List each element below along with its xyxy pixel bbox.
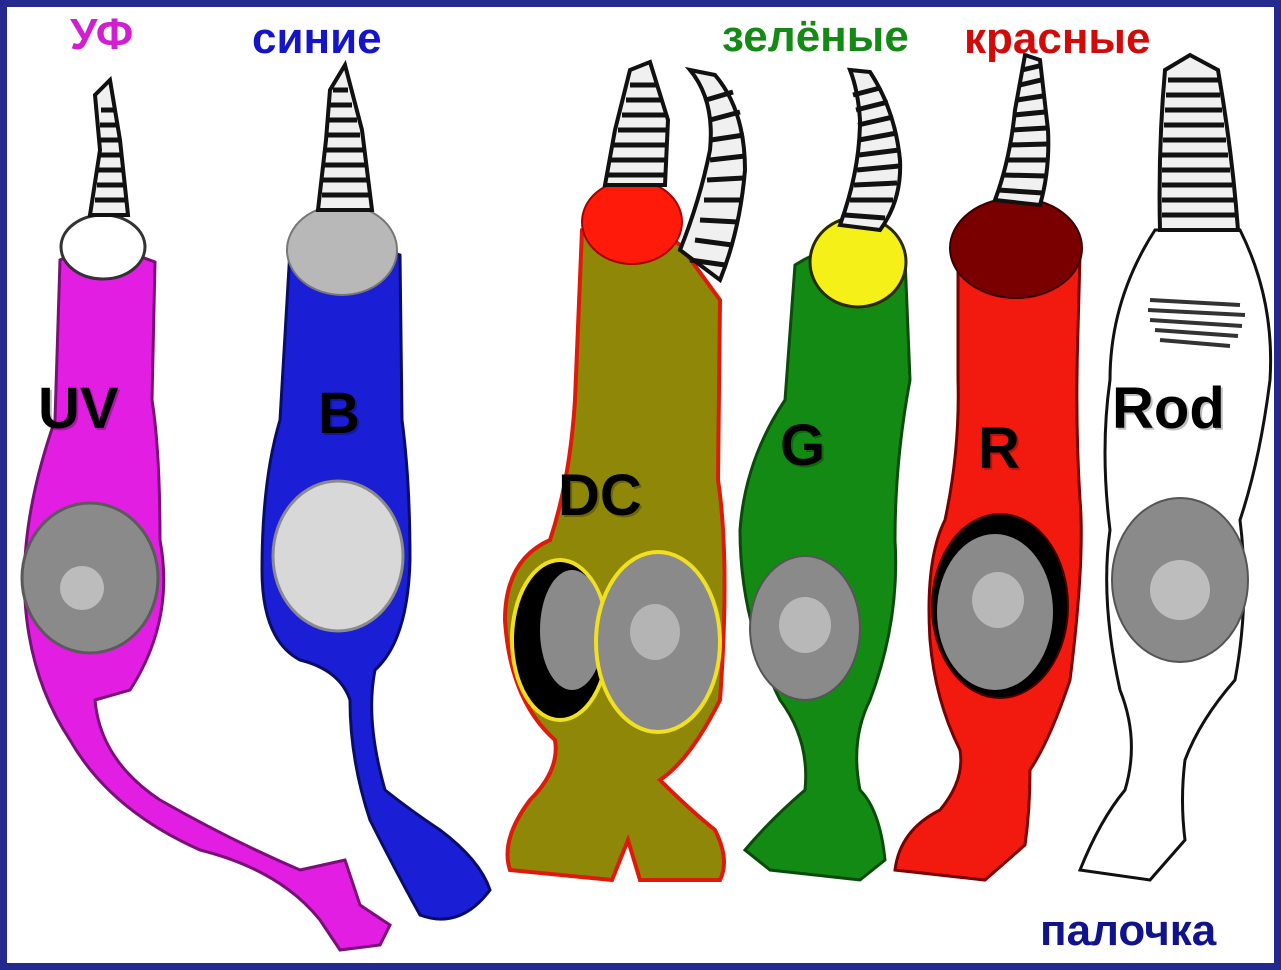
green-cone-disks (845, 88, 899, 218)
double-cone-nucleus-left-inner (540, 570, 604, 690)
title-green: зелёные (722, 12, 909, 62)
cell-label-uv: UV (38, 375, 119, 442)
double-cone-outer-segment-right (680, 70, 745, 280)
rod (1080, 55, 1271, 880)
green-cone-oil-droplet (810, 217, 906, 307)
blue-cone-nucleus (273, 481, 403, 631)
double-cone-body (505, 220, 725, 880)
uv-cone-oil-droplet (61, 215, 145, 279)
double-cone-nucleolus (630, 604, 680, 660)
blue-cone-oil-droplet (287, 205, 397, 295)
cell-label-blue: B (318, 380, 360, 447)
title-uv: УФ (70, 10, 133, 60)
title-red: красные (964, 14, 1150, 64)
uv-cone-outer-segment (90, 80, 128, 215)
red-cone-oil-droplet (950, 198, 1082, 298)
cell-label-rod: Rod (1112, 375, 1225, 442)
blue-cone (262, 65, 490, 919)
cell-label-green: G (780, 412, 825, 479)
title-rod: палочка (1040, 906, 1216, 956)
double-cone-oil-droplet (582, 180, 682, 264)
title-blue: синие (252, 14, 382, 64)
uv-cone-nucleolus (60, 566, 104, 610)
cell-label-double: DC (558, 462, 642, 529)
double-cone-outer-segment-left (605, 62, 668, 185)
green-cone-nucleolus (779, 597, 831, 653)
rod-nucleolus (1150, 560, 1210, 620)
red-cone-nucleolus (972, 572, 1024, 628)
cell-label-red: R (978, 415, 1020, 482)
